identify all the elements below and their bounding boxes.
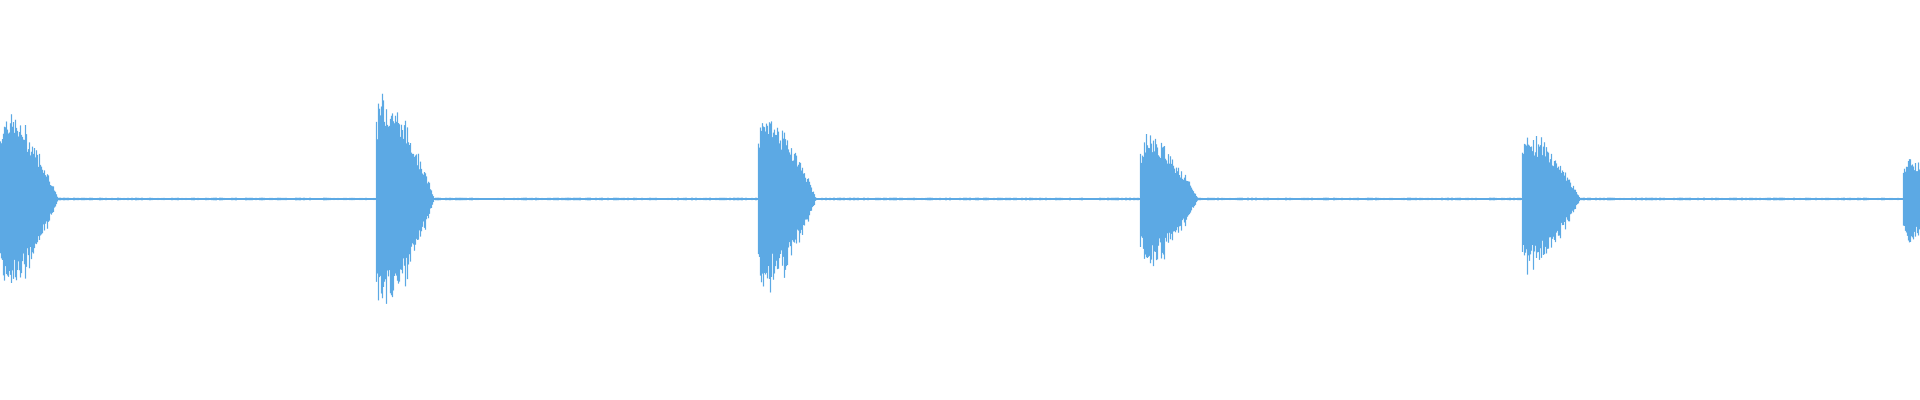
waveform-tail-noise <box>815 197 1139 201</box>
waveform-tail-noise <box>1197 197 1521 201</box>
waveform-burst <box>1521 135 1581 275</box>
waveform-burst <box>0 114 59 283</box>
waveform-burst <box>757 121 817 293</box>
waveform-burst <box>1902 159 1920 243</box>
waveform-tail-noise <box>433 197 757 201</box>
waveform-bursts <box>0 93 1920 304</box>
waveform-burst <box>375 93 435 304</box>
waveform-tail-noise <box>57 197 375 201</box>
waveform-tail-noise <box>1579 197 1903 201</box>
waveform-burst <box>1139 133 1199 267</box>
